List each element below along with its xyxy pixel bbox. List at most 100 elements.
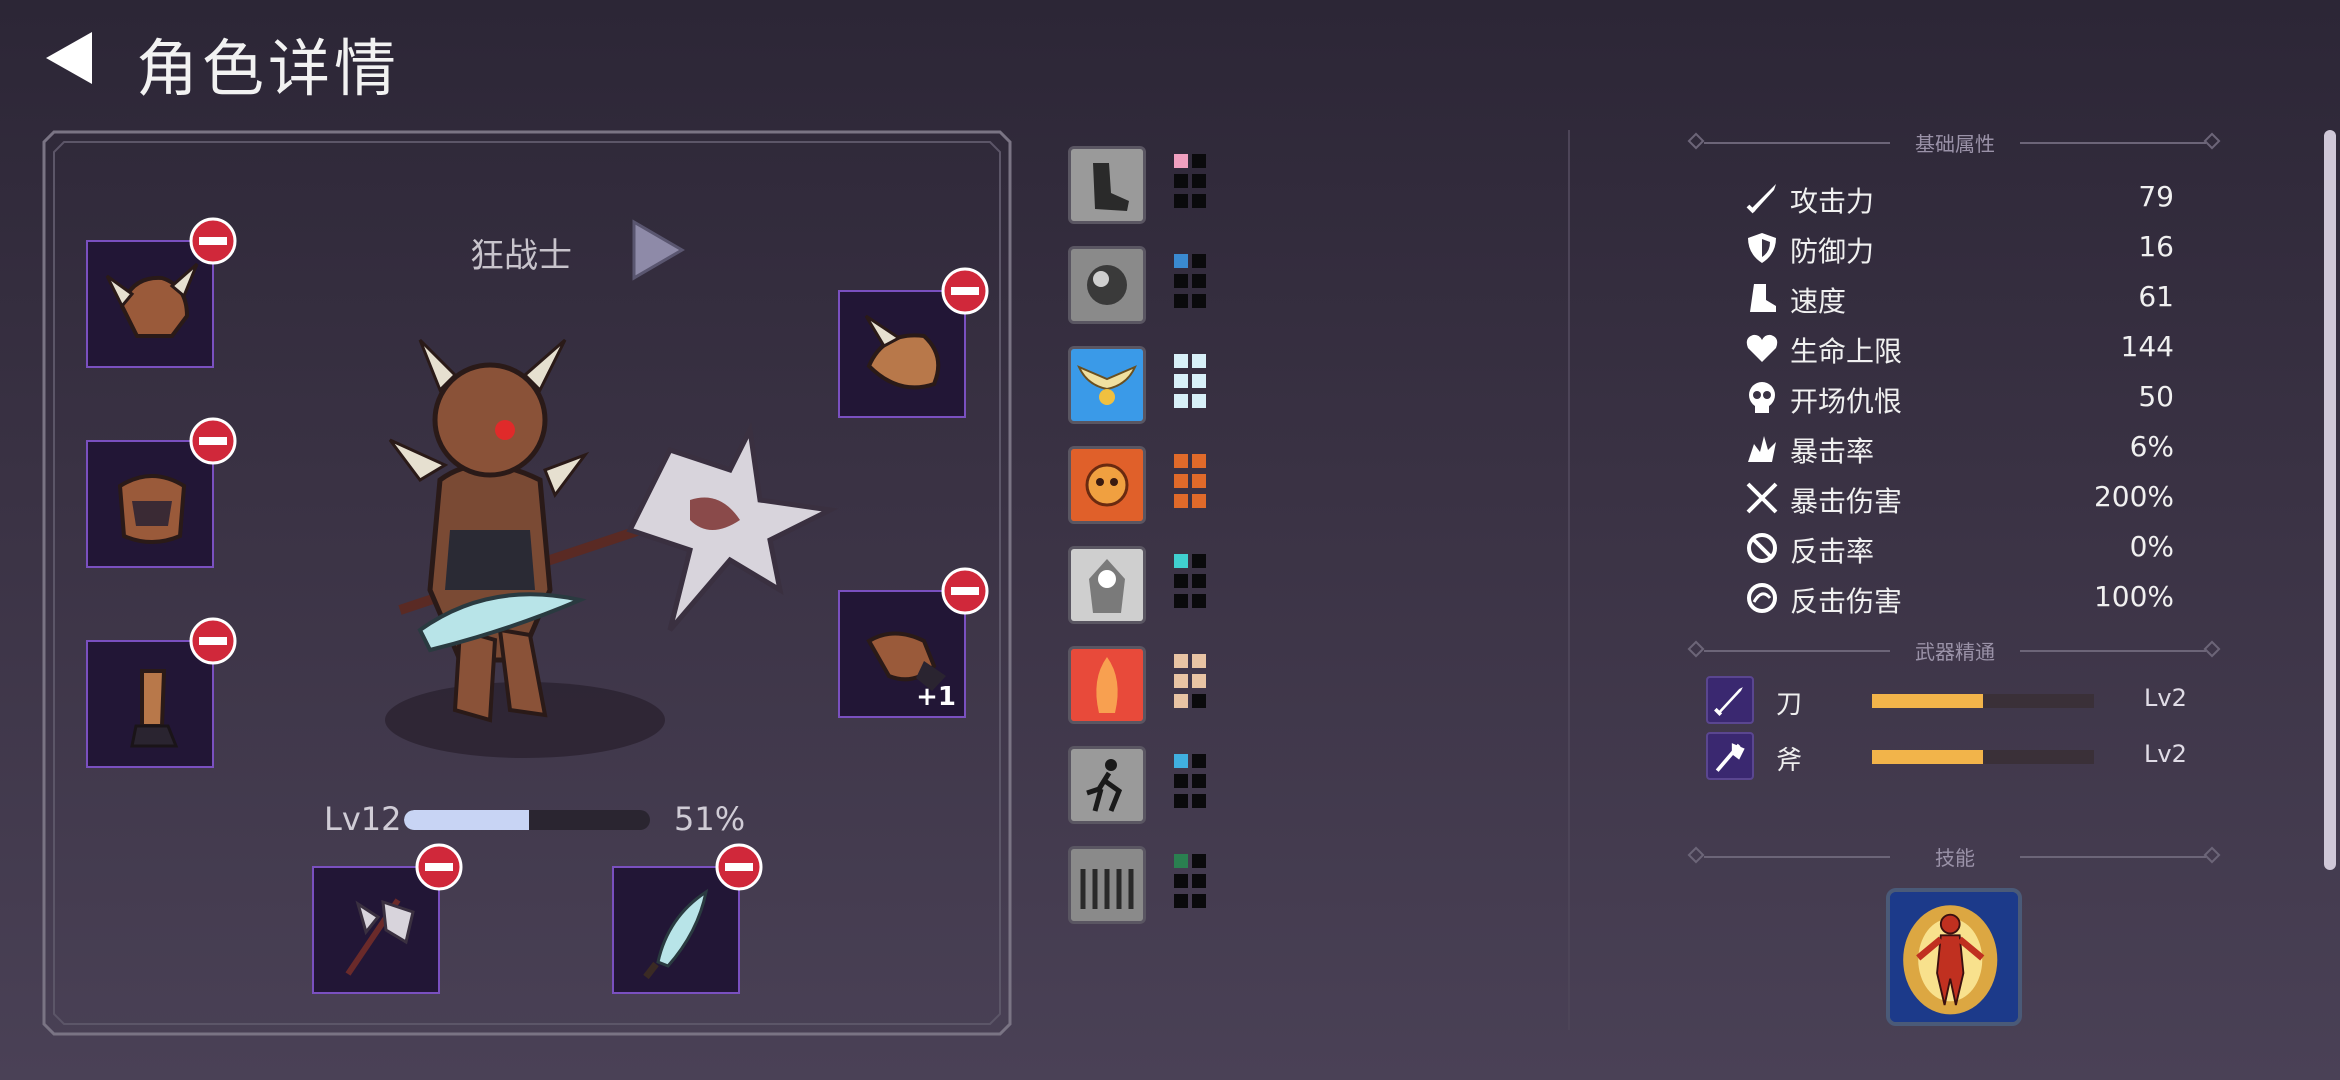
weapon-slot-axe[interactable] (312, 843, 463, 994)
pip-filled (1174, 654, 1188, 668)
counter-icon (1747, 533, 1777, 563)
skill-level-pips (1174, 254, 1208, 318)
header-line (1704, 856, 1890, 858)
mastery-progress-fill (1872, 750, 1983, 764)
pip-empty (1174, 874, 1188, 888)
header-diamond (2203, 132, 2221, 150)
runner-skill-icon-art (1071, 749, 1143, 821)
pip-filled (1192, 674, 1206, 688)
pip-empty (1174, 574, 1188, 588)
pip-filled (1192, 494, 1206, 508)
mastery-level: Lv2 (2144, 740, 2187, 768)
pip-filled (1174, 394, 1188, 408)
ghost-aura-skill-icon-art (1071, 549, 1143, 621)
flame-body-skill-icon[interactable] (1068, 646, 1146, 724)
character-name: 狂战士 (470, 236, 572, 276)
pip-empty (1192, 694, 1206, 708)
remove-equipment-icon[interactable] (940, 566, 990, 616)
pip-empty (1192, 274, 1206, 288)
blade-mastery-icon (1706, 676, 1754, 724)
pip-empty (1192, 554, 1206, 568)
mastery-section-title: 武器精通 (1915, 640, 1995, 664)
equip-slot-helmet[interactable] (86, 217, 237, 368)
mastery-level: Lv2 (2144, 684, 2187, 712)
armor-fist-skill-icon-art (1071, 249, 1143, 321)
attribute-value: 200% (2093, 480, 2174, 513)
mastery-label: 刀 (1776, 690, 1803, 720)
pip-filled (1192, 394, 1206, 408)
attribute-label: 反击率 (1790, 535, 1875, 568)
fire-skull-skill-icon[interactable] (1068, 446, 1146, 524)
pip-filled (1174, 554, 1188, 568)
xp-percent: 51% (674, 800, 746, 838)
burst-icon (1748, 436, 1776, 462)
attribute-label: 反击伤害 (1790, 585, 1903, 618)
remove-equipment-icon[interactable] (940, 266, 990, 316)
bars-skill-icon[interactable] (1068, 846, 1146, 924)
attribute-row: 暴击伤害 200% (1744, 472, 2174, 522)
ghost-aura-skill-icon[interactable] (1068, 546, 1146, 624)
skills-section-header: 技能 (1687, 842, 2221, 872)
skull-icon (1749, 382, 1775, 413)
panel-scrollbar[interactable] (2324, 130, 2336, 870)
remove-equipment-icon[interactable] (188, 416, 238, 466)
pip-filled (1192, 474, 1206, 488)
pip-filled (1174, 454, 1188, 468)
attribute-value: 50 (2138, 380, 2174, 413)
fire-skull-skill-icon-art (1071, 449, 1143, 521)
chest-armor-icon (117, 474, 187, 544)
runner-skill-icon[interactable] (1068, 746, 1146, 824)
header-line (1704, 650, 1890, 652)
heart-icon (1746, 334, 1778, 362)
equip-slot-chest[interactable] (86, 417, 237, 568)
header-line (2020, 650, 2206, 652)
equip-slot-gauntlet[interactable]: +1 (838, 567, 989, 718)
header-diamond (1687, 846, 1705, 864)
header-line (2020, 142, 2206, 144)
flame-body-skill-icon-art (1071, 649, 1143, 721)
shield-icon (1748, 233, 1776, 263)
armor-fist-skill-icon[interactable] (1068, 246, 1146, 324)
pip-empty (1174, 594, 1188, 608)
pip-empty (1192, 594, 1206, 608)
remove-equipment-icon[interactable] (714, 842, 764, 892)
remove-equipment-icon[interactable] (188, 216, 238, 266)
equip-slot-shoulder[interactable] (838, 267, 989, 418)
back-arrow-icon[interactable] (40, 28, 100, 88)
wings-skill-icon[interactable] (1068, 346, 1146, 424)
attribute-label: 暴击伤害 (1790, 485, 1903, 518)
character-frame (42, 130, 1012, 1036)
next-character-arrow-icon[interactable] (630, 218, 686, 282)
weapon-slot-blade[interactable] (612, 843, 763, 994)
pip-empty (1174, 174, 1188, 188)
skill-level-pips (1174, 854, 1208, 918)
pip-filled (1174, 494, 1188, 508)
xp-progress-bar (404, 810, 650, 830)
remove-equipment-icon[interactable] (188, 616, 238, 666)
pip-empty (1192, 174, 1206, 188)
kick-skill-icon[interactable] (1068, 146, 1146, 224)
equip-slot-legs[interactable] (86, 617, 237, 768)
remove-equipment-icon[interactable] (414, 842, 464, 892)
crossed-swords-icon (1746, 482, 1778, 514)
pip-filled (1174, 374, 1188, 388)
attribute-value: 79 (2138, 180, 2174, 213)
character-level: Lv12 (324, 800, 402, 838)
header-diamond (2203, 846, 2221, 864)
header-line (1704, 142, 1890, 144)
panel-divider (1568, 130, 1570, 1030)
pip-filled (1174, 354, 1188, 368)
skill-slot[interactable] (1886, 888, 2022, 1026)
pip-empty (1174, 894, 1188, 908)
mastery-progress-fill (1872, 694, 1983, 708)
header-diamond (1687, 640, 1705, 658)
attribute-label: 速度 (1790, 285, 1847, 318)
xp-progress-fill (404, 810, 530, 830)
mastery-label: 斧 (1776, 746, 1803, 776)
attributes-section-header: 基础属性 (1687, 128, 2221, 158)
mastery-progress-bar (1872, 694, 2094, 708)
pip-filled (1174, 154, 1188, 168)
